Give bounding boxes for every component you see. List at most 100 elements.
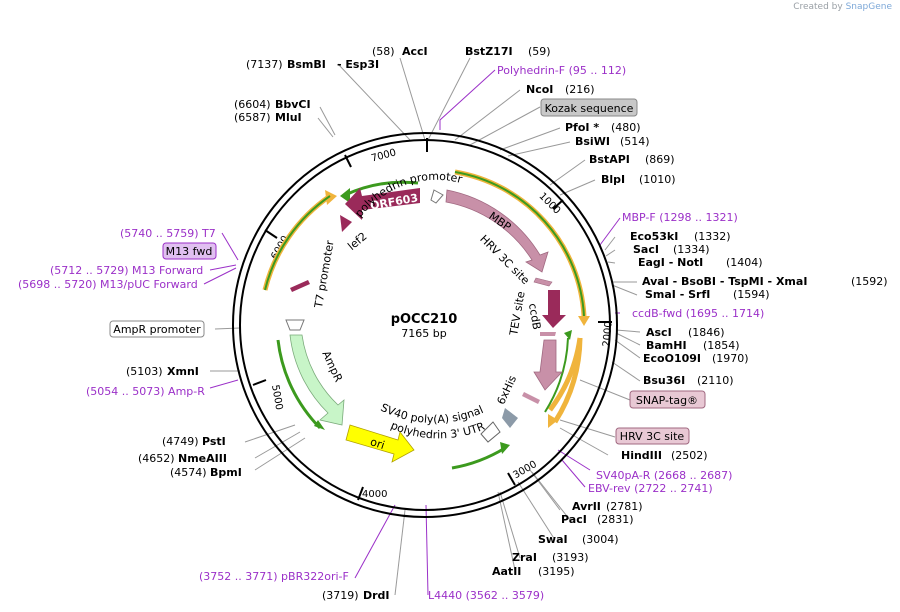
- paci-pos: (2831): [597, 513, 634, 526]
- snapgene-logo: SnapGene: [845, 2, 892, 12]
- bsmbi-pos: (7137): [246, 58, 283, 71]
- bstz17i-pos: (59): [528, 45, 551, 58]
- ccdb-arrow: ccdB: [526, 290, 566, 331]
- drdi-pos: (3719): [322, 589, 359, 602]
- eco53ki-name: Eco53kI: [630, 230, 678, 243]
- plasmid-size: 7165 bp: [401, 327, 446, 340]
- orange-arrowheads: [325, 190, 590, 428]
- eco0109i-name: EcoO109I: [643, 352, 701, 365]
- ori-label: ori: [369, 435, 387, 452]
- aatii-pos: (3195): [538, 565, 575, 578]
- eagi-name: EagI - NotI: [638, 256, 703, 269]
- nmeaiii-pos: (4652): [138, 452, 175, 465]
- mlui-pos: (6587): [234, 111, 271, 124]
- smai-name: SmaI - SrfI: [645, 288, 710, 301]
- avai-pos: (1592): [851, 275, 888, 288]
- blpi-pos: (1010): [639, 173, 676, 186]
- ampr-promoter-label: AmpR promoter: [113, 323, 201, 336]
- swai-name: SwaI: [538, 533, 568, 546]
- primer-mbp-f: MBP-F (1298 .. 1321): [622, 211, 738, 224]
- primer-ccdb-fwd: ccdB-fwd (1695 .. 1714): [632, 307, 764, 320]
- zrai-pos: (3193): [552, 551, 589, 564]
- lef2-arrow: [340, 215, 352, 232]
- backbone: [232, 132, 618, 518]
- snap-arrow: [533, 339, 563, 391]
- leader-lines: [210, 57, 641, 596]
- bsmbi-name: BsmBI: [287, 58, 326, 71]
- bpmi-pos: (4574): [170, 466, 207, 479]
- saci-name: SacI: [633, 243, 659, 256]
- his6-mark: [522, 392, 540, 404]
- avrii-name: AvrII: [572, 500, 601, 513]
- tick-2000: 2000: [601, 321, 614, 347]
- tick-4000: 4000: [362, 489, 387, 500]
- hindiii-pos: (2502): [671, 449, 708, 462]
- ampr-arrow: AmpR: [289, 334, 345, 426]
- avai-name: AvaI - BsoBI - TspMI - XmaI: [642, 275, 807, 288]
- tev-mark: [540, 332, 556, 336]
- hrv3c-box-label: HRV 3C site: [620, 430, 685, 443]
- saci-pos: (1334): [673, 243, 710, 256]
- bbvci-name: BbvCI: [275, 98, 311, 111]
- ampr-label: AmpR: [319, 349, 345, 385]
- drdi-name: DrdI: [363, 589, 390, 602]
- green-arrowheads: [564, 330, 572, 340]
- asci-pos: (1846): [688, 326, 725, 339]
- snap-tag-label: SNAP-tag®: [636, 394, 698, 407]
- pfoi-pos: (480): [611, 121, 641, 134]
- asci-name: AscI: [646, 326, 672, 339]
- tick-1000: 1000: [537, 191, 563, 217]
- mlui-name: MluI: [275, 111, 302, 124]
- smai-pos: (1594): [733, 288, 770, 301]
- t7-promoter-mark: [290, 280, 310, 292]
- bsu36i-pos: (2110): [697, 374, 734, 387]
- m13fwd-label: M13 fwd: [166, 245, 213, 258]
- snapgene-credit: Created by SnapGene: [793, 2, 892, 12]
- xmni-name: XmnI: [167, 365, 199, 378]
- psti-pos: (4749): [162, 435, 199, 448]
- acci-name: AccI: [402, 45, 428, 58]
- primer-labels: Polyhedrin-F (95 .. 112) MBP-F (1298 .. …: [18, 64, 764, 602]
- bsu36i-name: Bsu36I: [643, 374, 685, 387]
- tick-marks: [252, 138, 612, 501]
- psti-name: PstI: [202, 435, 226, 448]
- primer-polyhedrin-f: Polyhedrin-F (95 .. 112): [497, 64, 626, 77]
- ccdb-label: ccdB: [526, 302, 543, 330]
- blpi-name: BlpI: [601, 173, 625, 186]
- primer-sv40pa-r: SV40pA-R (2668 .. 2687): [596, 469, 732, 482]
- eco0109i-pos: (1970): [712, 352, 749, 365]
- ampr-promoter-mark: [285, 319, 305, 331]
- bsiwi-pos: (514): [620, 135, 650, 148]
- primer-ebv-rev: EBV-rev (2722 .. 2741): [588, 482, 713, 495]
- ncoi-pos: (216): [565, 83, 595, 96]
- site-labels: (58) AccI BstZ17I (59) (7137) BsmBI - Es…: [126, 45, 888, 602]
- bsiwi-name: BsiWI: [575, 135, 610, 148]
- xmni-pos: (5103): [126, 365, 163, 378]
- hindiii-name: HindIII: [621, 449, 662, 462]
- primer-m13-forward: (5712 .. 5729) M13 Forward: [50, 264, 203, 277]
- bamhi-pos: (1854): [703, 339, 740, 352]
- bstapi-pos: (869): [645, 153, 675, 166]
- kozak-label: Kozak sequence: [545, 102, 634, 115]
- ncoi-name: NcoI: [526, 83, 553, 96]
- tick-5000: 5000: [269, 384, 284, 411]
- nmeaiii-name: NmeAIII: [178, 452, 227, 465]
- bbvci-pos: (6604): [234, 98, 271, 111]
- esp3i-name: - Esp3I: [337, 58, 379, 71]
- polh-utr-mark: [480, 421, 501, 443]
- acci-pos: (58): [372, 45, 395, 58]
- aatii-name: AatII: [492, 565, 521, 578]
- boxed-labels: Kozak sequence M13 fwd AmpR promoter SNA…: [109, 98, 706, 445]
- tick-3000: 3000: [511, 459, 539, 481]
- tev-label: TEV site: [507, 290, 528, 337]
- tick-7000: 7000: [370, 147, 397, 164]
- eco53ki-pos: (1332): [694, 230, 731, 243]
- ori-arrow: ori: [345, 424, 415, 463]
- bstapi-name: BstAPI: [589, 153, 630, 166]
- lef2-label: lef2: [345, 230, 369, 253]
- primer-t7: (5740 .. 5759) T7: [120, 227, 216, 240]
- hrv3c-mark: [533, 277, 553, 287]
- plasmid-name: pOCC210: [391, 312, 458, 327]
- zrai-name: ZraI: [512, 551, 537, 564]
